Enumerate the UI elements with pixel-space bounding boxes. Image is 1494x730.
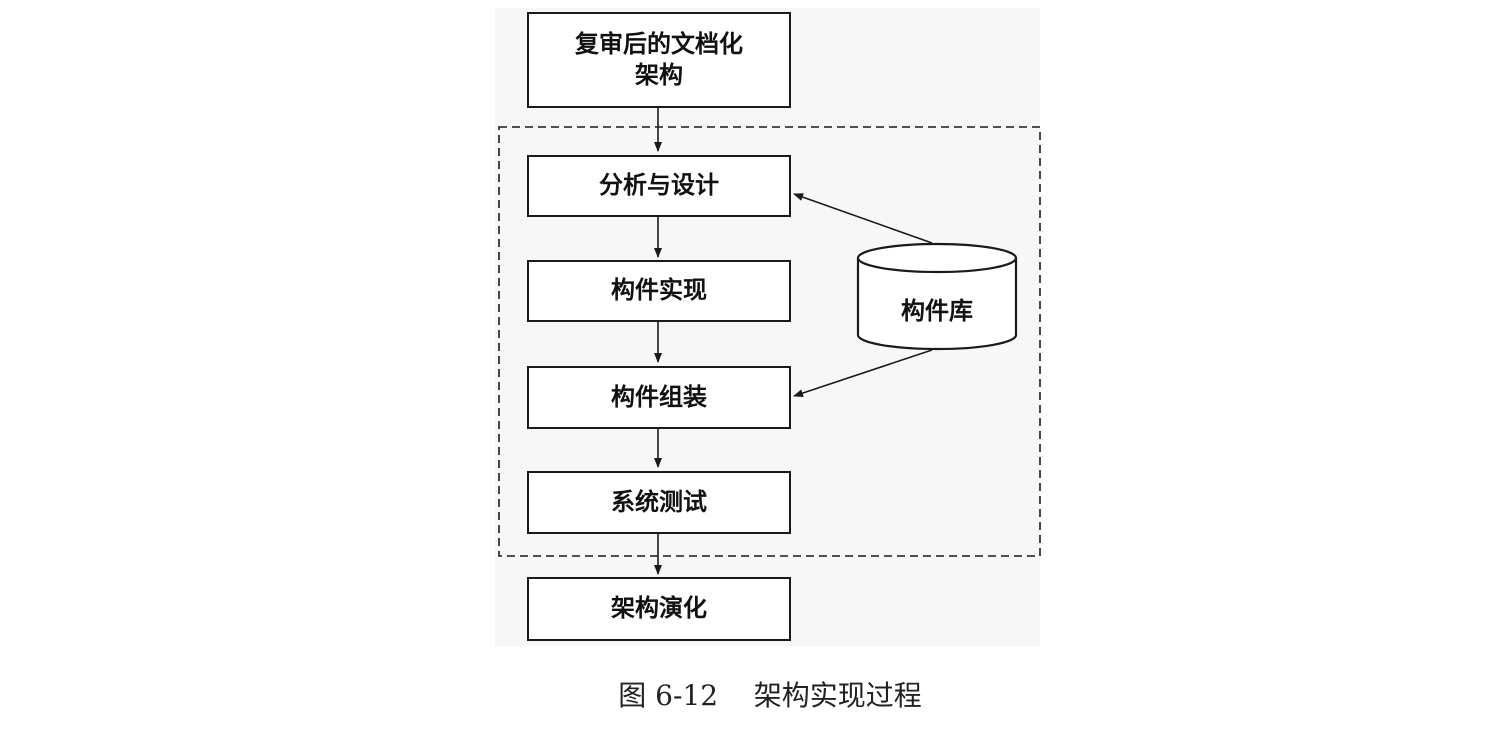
component-implementation-box: 构件实现 — [527, 260, 791, 322]
dashed-container — [498, 126, 1041, 557]
system-testing-box: 系统测试 — [527, 471, 791, 534]
system-testing-label: 系统测试 — [611, 487, 707, 516]
analysis-design-label: 分析与设计 — [599, 171, 719, 200]
documented-architecture-line1: 复审后的文档化 — [575, 29, 743, 58]
documented-architecture-box: 复审后的文档化 架构 — [527, 12, 791, 108]
analysis-design-box: 分析与设计 — [527, 155, 791, 217]
component-repository-label: 构件库 — [901, 296, 973, 325]
component-assembly-label: 构件组装 — [611, 382, 707, 411]
architecture-evolution-label: 架构演化 — [611, 594, 707, 623]
arrow-repository-to-assembly — [793, 349, 933, 397]
component-repository-cylinder — [856, 242, 1018, 351]
architecture-evolution-box: 架构演化 — [527, 577, 791, 641]
documented-architecture-line2: 架构 — [635, 61, 683, 89]
component-assembly-box: 构件组装 — [527, 366, 791, 429]
arrow-repository-to-analysis — [793, 193, 933, 244]
component-implementation-label: 构件实现 — [611, 276, 707, 305]
figure-caption: 图 6-12 架构实现过程 — [618, 679, 922, 712]
